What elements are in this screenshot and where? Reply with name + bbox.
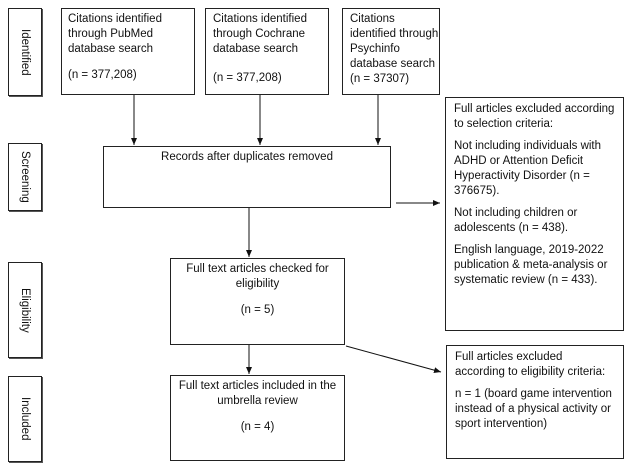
- box-text: Full text articles checked for eligibili…: [186, 263, 329, 290]
- reason: Not including individuals with ADHD or A…: [454, 140, 602, 197]
- count: (n = 4): [240, 421, 275, 433]
- count: (n = 5): [240, 304, 275, 316]
- stage-included: Included: [8, 376, 42, 462]
- reason: English language, 2019-2022 publication …: [454, 244, 608, 286]
- eligibility-box: Full text articles checked for eligibili…: [170, 258, 345, 345]
- excluded-selection-box: Full articles excluded according to sele…: [445, 97, 624, 331]
- pubmed-box: Citations identified through PubMed data…: [61, 8, 195, 95]
- box-text: Full text articles included in the umbre…: [178, 380, 337, 407]
- psychinfo-box: Citations identified through Psychinfo d…: [342, 8, 440, 95]
- box-text: database search: [350, 58, 436, 70]
- stage-eligibility: Eligibility: [8, 262, 42, 358]
- box-title: Full articles excluded according to elig…: [455, 351, 606, 378]
- stage-label: Screening: [19, 151, 31, 203]
- stage-label: Identified: [19, 28, 31, 76]
- count: (n = 37307): [350, 73, 410, 85]
- box-text: Records after duplicates removed: [161, 151, 333, 163]
- stage-identified: Identified: [8, 8, 42, 96]
- reason: Not including children or adolescents (n…: [454, 207, 578, 234]
- stage-label: Eligibility: [19, 287, 31, 333]
- screening-box: Records after duplicates removed: [103, 146, 391, 208]
- reason: n = 1 (board game intervention instead o…: [455, 388, 612, 430]
- box-text: Citations identified: [213, 13, 307, 25]
- box-text: database search: [68, 43, 154, 55]
- box-text: Citations: [350, 13, 395, 25]
- box-text: through PubMed: [68, 28, 154, 40]
- count: (n = 377,208): [68, 69, 137, 81]
- count: (n = 377,208): [213, 72, 282, 84]
- cochrane-box: Citations identified through Cochrane da…: [205, 8, 329, 95]
- box-text: identified through: [350, 28, 439, 40]
- box-text: Psychinfo: [350, 43, 400, 55]
- box-text: Citations identified: [68, 13, 162, 25]
- box-text: through Cochrane: [213, 28, 306, 40]
- excluded-eligibility-box: Full articles excluded according to elig…: [446, 345, 624, 459]
- stage-screening: Screening: [8, 143, 42, 211]
- included-box: Full text articles included in the umbre…: [170, 375, 345, 461]
- arrow-eligibility-to-excluded: [345, 345, 442, 374]
- box-text: database search: [213, 43, 299, 55]
- box-title: Full articles excluded according to sele…: [454, 103, 615, 130]
- stage-label: Included: [19, 397, 31, 441]
